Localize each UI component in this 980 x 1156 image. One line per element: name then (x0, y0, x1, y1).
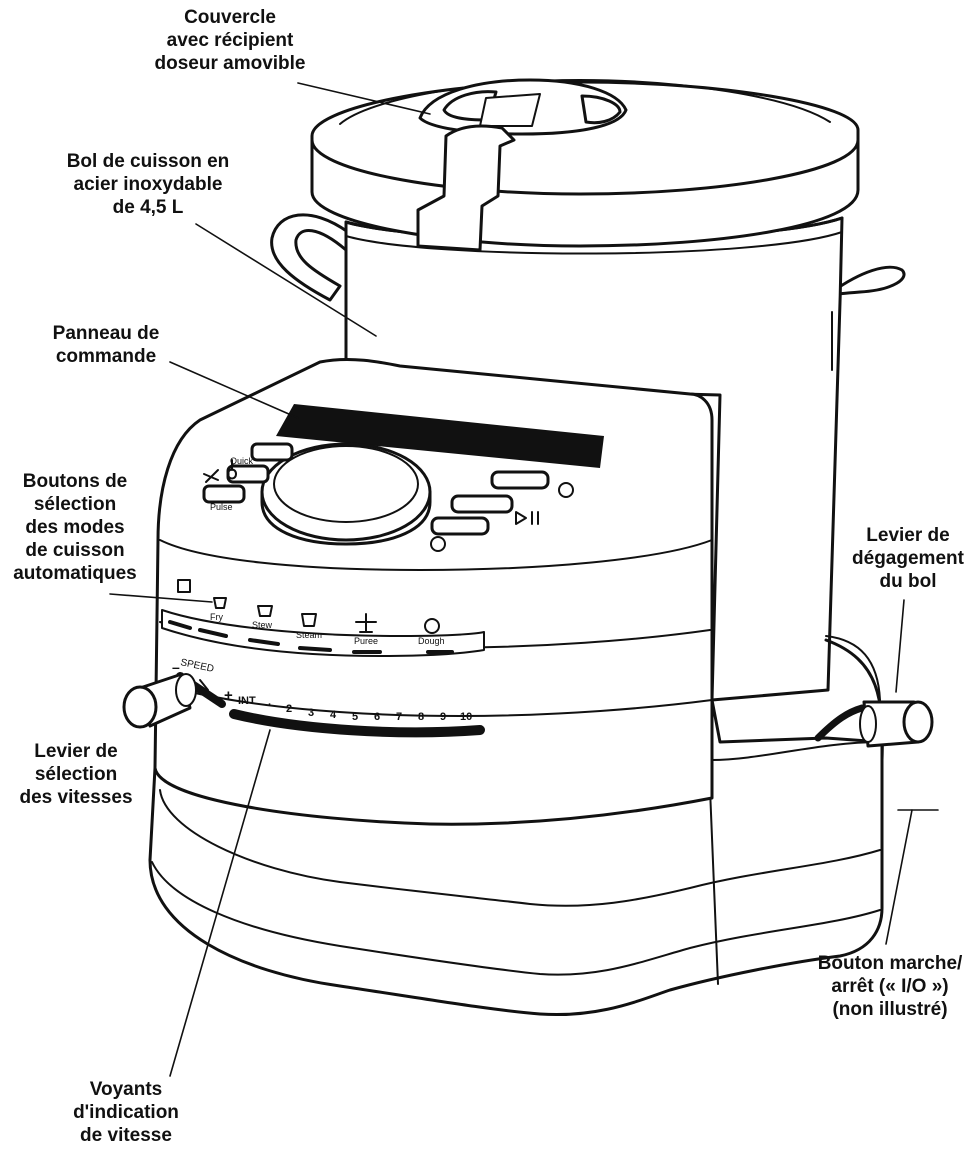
puree-icon (355, 613, 377, 633)
callout-power-button: Bouton marche/ arrêt (« I/O ») (non illu… (817, 953, 963, 1020)
play-pause-icon (515, 511, 539, 525)
speed-5: 5 (352, 711, 358, 723)
speed-int: INT (238, 695, 256, 707)
mode-label-puree: Puree (354, 636, 378, 646)
mode-label-dough: Dough (418, 636, 445, 646)
left-bowl-handle (270, 213, 350, 302)
speed-2: 2 (286, 703, 292, 715)
speed-dot: · (268, 699, 272, 711)
speed-track (229, 709, 485, 738)
mode-label-stew: Stew (252, 620, 273, 630)
temp-button (250, 442, 294, 462)
speed-lever (122, 672, 197, 729)
mode-button-strip (161, 609, 485, 657)
callout-lid: Couvercle avec récipient doseur amovible (154, 7, 306, 74)
speed-7: 7 (396, 711, 402, 723)
start-pause-button (450, 494, 514, 514)
mode-label-fry: Fry (210, 612, 223, 622)
thermometer-icon (227, 459, 237, 480)
speed-3: 3 (308, 707, 314, 719)
display-window (276, 404, 604, 468)
speed-4: 4 (330, 709, 337, 721)
control-housing (153, 357, 714, 826)
quick-button (226, 464, 270, 484)
speed-8: 8 (418, 711, 424, 723)
dough-icon (424, 618, 440, 634)
stew-icon (257, 605, 273, 617)
callout-auto-modes: Boutons de sélection des modes de cuisso… (13, 471, 137, 584)
pulse-label: Pulse (210, 502, 233, 512)
pulse-button (202, 484, 246, 504)
callout-bowl: Bol de cuisson en acier inoxydable de 4,… (66, 151, 230, 218)
quick-label: Quick (230, 456, 254, 466)
speed-9: 9 (440, 711, 446, 723)
blades-icon (203, 469, 219, 483)
cancel-button (430, 516, 490, 536)
speed-plus: + (224, 687, 233, 704)
lid (310, 78, 860, 252)
bowl-release-lever (814, 700, 934, 748)
steam-icon (301, 613, 317, 627)
timer-button (490, 470, 550, 490)
callout-speed-lever: Levier de sélection des vitesses (19, 741, 133, 808)
leader-lines (109, 82, 939, 1077)
clock-icon (558, 482, 574, 498)
speed-10: 10 (460, 711, 472, 723)
speed-minus: – (172, 659, 180, 675)
cancel-x-icon (430, 536, 446, 552)
callout-control-panel: Panneau de commande (52, 323, 160, 367)
auto-mode-icon (177, 579, 191, 593)
mode-label-steam: Steam (296, 630, 322, 640)
callout-release-lever: Levier de dégagement du bol (852, 525, 964, 592)
speed-6: 6 (374, 711, 380, 723)
fry-icon (213, 597, 227, 609)
callout-speed-lights: Voyants d'indication de vitesse (73, 1079, 179, 1146)
